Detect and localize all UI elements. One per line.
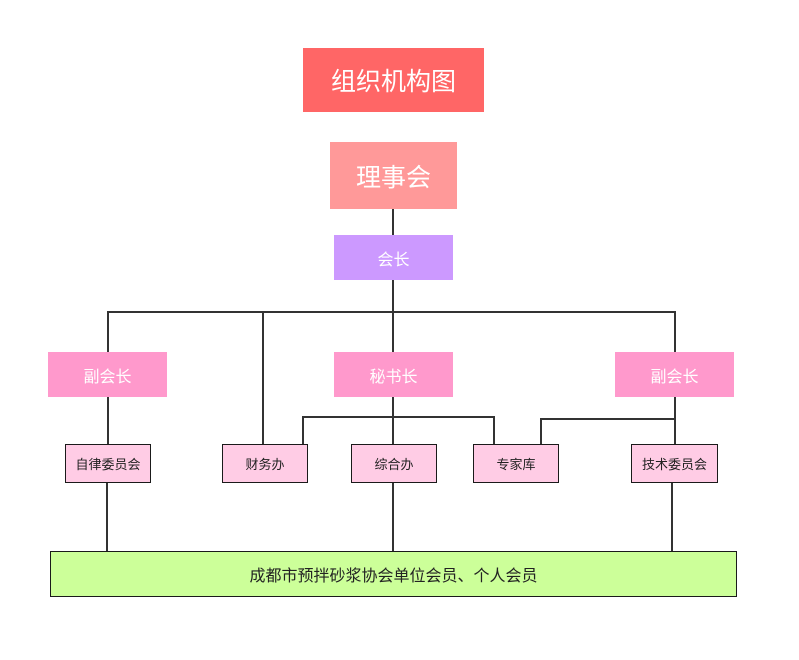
- node-general-office: 综合办: [351, 444, 437, 483]
- chart-title: 组织机构图: [330, 67, 456, 96]
- node-technical-committee-label: 技术委员会: [641, 458, 707, 473]
- node-council: 理事会: [330, 142, 457, 209]
- node-members: 成都市预拌砂浆协会单位会员、个人会员: [50, 551, 737, 597]
- node-vice-president-left: 副会长: [48, 352, 167, 397]
- node-vice-president-right-label: 副会长: [650, 366, 699, 386]
- node-secretary-general: 秘书长: [334, 352, 453, 397]
- node-finance-office: 财务办: [222, 444, 308, 483]
- node-expert-pool-label: 专家库: [496, 458, 536, 473]
- node-technical-committee: 技术委员会: [631, 444, 718, 483]
- node-discipline-committee: 自律委员会: [65, 444, 151, 483]
- node-members-label: 成都市预拌砂浆协会单位会员、个人会员: [249, 566, 538, 585]
- node-vice-president-right: 副会长: [615, 352, 734, 397]
- node-president: 会长: [334, 235, 453, 280]
- node-discipline-committee-label: 自律委员会: [75, 458, 141, 473]
- node-finance-office-label: 财务办: [245, 458, 285, 473]
- node-general-office-label: 综合办: [374, 458, 414, 473]
- node-council-label: 理事会: [355, 162, 431, 192]
- node-president-label: 会长: [377, 249, 410, 269]
- chart-title-box: 组织机构图: [303, 48, 484, 112]
- node-vice-president-left-label: 副会长: [83, 366, 132, 386]
- node-secretary-general-label: 秘书长: [369, 366, 418, 386]
- node-expert-pool: 专家库: [473, 444, 559, 483]
